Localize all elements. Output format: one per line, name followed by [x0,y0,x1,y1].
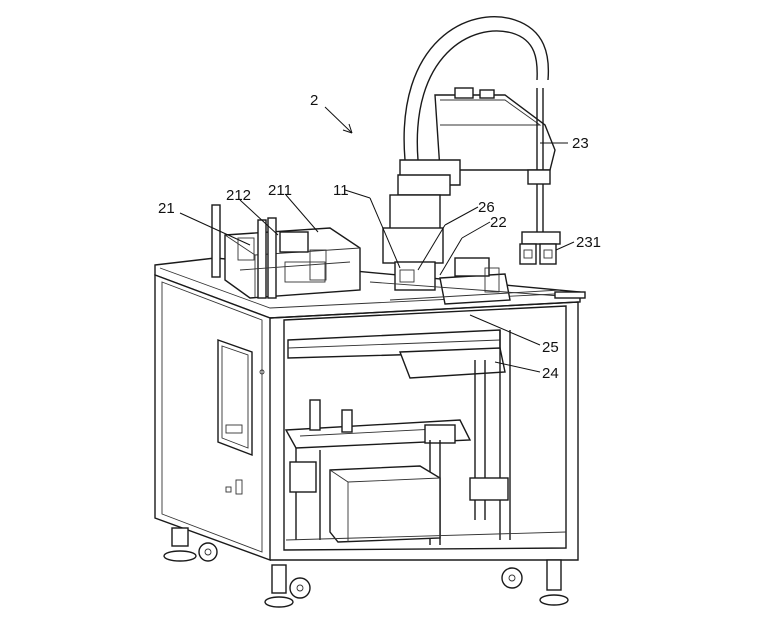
top-fixtures [211,204,586,305]
label-212: 212 [226,187,251,204]
label-231: 231 [576,234,601,251]
machine-frame [154,257,581,562]
reference-numerals: 2 21 212 211 11 26 22 23 231 25 24 [158,92,601,382]
gripper [519,231,561,265]
casters [163,527,569,608]
robot-arm [382,16,561,265]
caster-front-mid [264,564,311,608]
label-11: 11 [333,182,349,199]
label-22: 22 [490,214,507,231]
label-26: 26 [478,199,495,216]
caster-front-left [163,527,218,562]
label-assembly-2: 2 [310,92,318,109]
label-23: 23 [572,135,589,152]
label-25: 25 [542,339,559,356]
leader-lines [179,106,575,373]
label-211: 211 [268,182,292,199]
label-24: 24 [542,365,559,382]
caster-front-right [501,559,569,606]
label-21: 21 [158,200,175,217]
